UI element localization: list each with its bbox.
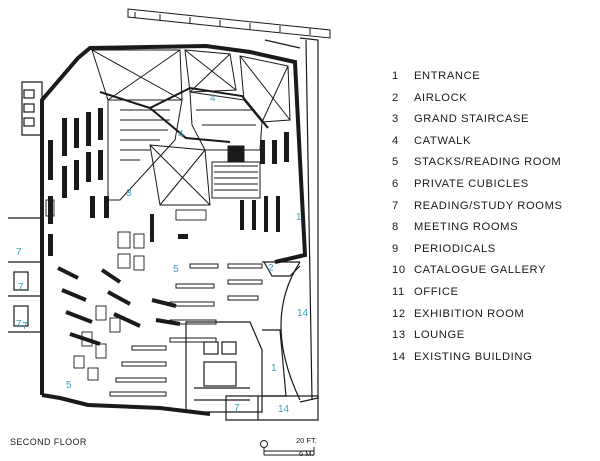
legend-number: 13 — [392, 329, 406, 342]
legend-label: CATALOGUE GALLERY — [414, 264, 547, 277]
legend-item: 11 OFFICE — [392, 286, 592, 308]
tag-grand-staircase: 3 — [126, 188, 132, 199]
left-annex — [8, 81, 43, 333]
legend-item: 2 AIRLOCK — [392, 92, 592, 114]
legend-number: 6 — [392, 177, 399, 190]
legend-label: EXHIBITION ROOM — [414, 307, 525, 320]
legend-item: 12 EXHIBITION ROOM — [392, 308, 592, 330]
legend-item: 13 LOUNGE — [392, 329, 592, 351]
tag-catwalk-2: 4 — [178, 129, 184, 140]
tag-existing-building-1: 14 — [297, 308, 309, 319]
tag-existing-building-2: 14 — [278, 404, 290, 415]
legend-item: 6 PRIVATE CUBICLES — [392, 178, 592, 200]
floor-label: SECOND FLOOR — [10, 437, 87, 447]
existing-building-edge — [225, 261, 319, 421]
legend-item: 9 PERIODICALS — [392, 243, 592, 265]
legend-item: 8 MEETING ROOMS — [392, 221, 592, 243]
tag-reading-room-4: 7 — [234, 403, 240, 414]
tag-airlock: 2 — [268, 263, 274, 274]
legend-number: 8 — [392, 221, 399, 234]
legend-item: 10 CATALOGUE GALLERY — [392, 264, 592, 286]
legend-label: ENTRANCE — [414, 70, 481, 82]
tag-entrance-2: 1 — [271, 363, 277, 374]
reading-tables — [45, 199, 207, 381]
skylight-atrium — [91, 49, 291, 206]
scale-meters-label: 6 M. — [299, 449, 314, 458]
legend-item: 7 READING/STUDY ROOMS — [392, 200, 592, 222]
legend-number: 14 — [392, 350, 406, 363]
legend-item: 14 EXISTING BUILDING — [392, 351, 592, 373]
canopy-strip — [127, 8, 331, 39]
outer-walls — [40, 43, 308, 416]
right-facade — [264, 37, 319, 403]
legend-item: 5 STACKS/READING ROOM — [392, 156, 592, 178]
curved-stacks — [57, 266, 181, 346]
tag-stacks-1: 5 — [173, 264, 179, 275]
legend-number: 7 — [392, 199, 399, 212]
legend-label: OFFICE — [414, 285, 459, 298]
legend-label: READING/STUDY ROOMS — [414, 199, 563, 212]
legend-label: LOUNGE — [414, 329, 465, 342]
service-core — [185, 321, 287, 413]
tag-reading-room-3: 7 — [16, 319, 22, 330]
legend-label: AIRLOCK — [414, 91, 468, 104]
legend-number: 4 — [392, 134, 399, 147]
scale-feet-label: 20 FT. — [296, 436, 317, 445]
legend-label: PERIODICALS — [414, 242, 496, 255]
legend-label: PRIVATE CUBICLES — [414, 177, 529, 190]
tag-catwalk-1: 4 — [210, 93, 216, 104]
tag-reading-room-1: 7 — [16, 247, 22, 258]
catwalk — [99, 86, 269, 143]
thin-shelves — [109, 263, 263, 397]
legend-item: 3 GRAND STAIRCASE — [392, 113, 592, 135]
tag-reading-room-5: 7 — [22, 321, 28, 332]
legend-item: 1 ENTRANCE — [392, 70, 592, 92]
scale-bar — [260, 440, 315, 456]
legend-number: 5 — [392, 156, 399, 169]
book-stacks — [48, 108, 289, 256]
legend-number: 9 — [392, 242, 399, 255]
tag-reading-room-2: 7 — [18, 282, 24, 293]
legend-number: 1 — [392, 70, 399, 82]
legend-label: MEETING ROOMS — [414, 221, 519, 234]
legend-number: 11 — [392, 285, 405, 298]
legend-number: 2 — [392, 91, 399, 104]
tag-entrance-1: 1 — [296, 212, 302, 223]
legend-number: 12 — [392, 307, 406, 320]
legend-number: 10 — [392, 264, 406, 277]
legend-item: 4 CATWALK — [392, 135, 592, 157]
legend: 1 ENTRANCE 2 AIRLOCK 3 GRAND STAIRCASE 4 CATWAL… — [392, 70, 592, 372]
legend-label: EXISTING BUILDING — [414, 350, 533, 363]
tag-stacks-2: 5 — [66, 380, 72, 391]
legend-label: GRAND STAIRCASE — [414, 113, 530, 126]
legend-label: CATWALK — [414, 134, 472, 147]
legend-label: STACKS/READING ROOM — [414, 156, 562, 169]
room-number-tags: 1 1 2 3 4 4 5 5 7 7 7 7 7 14 14 — [16, 93, 309, 415]
legend-number: 3 — [392, 113, 399, 126]
grand-staircase — [211, 145, 261, 199]
